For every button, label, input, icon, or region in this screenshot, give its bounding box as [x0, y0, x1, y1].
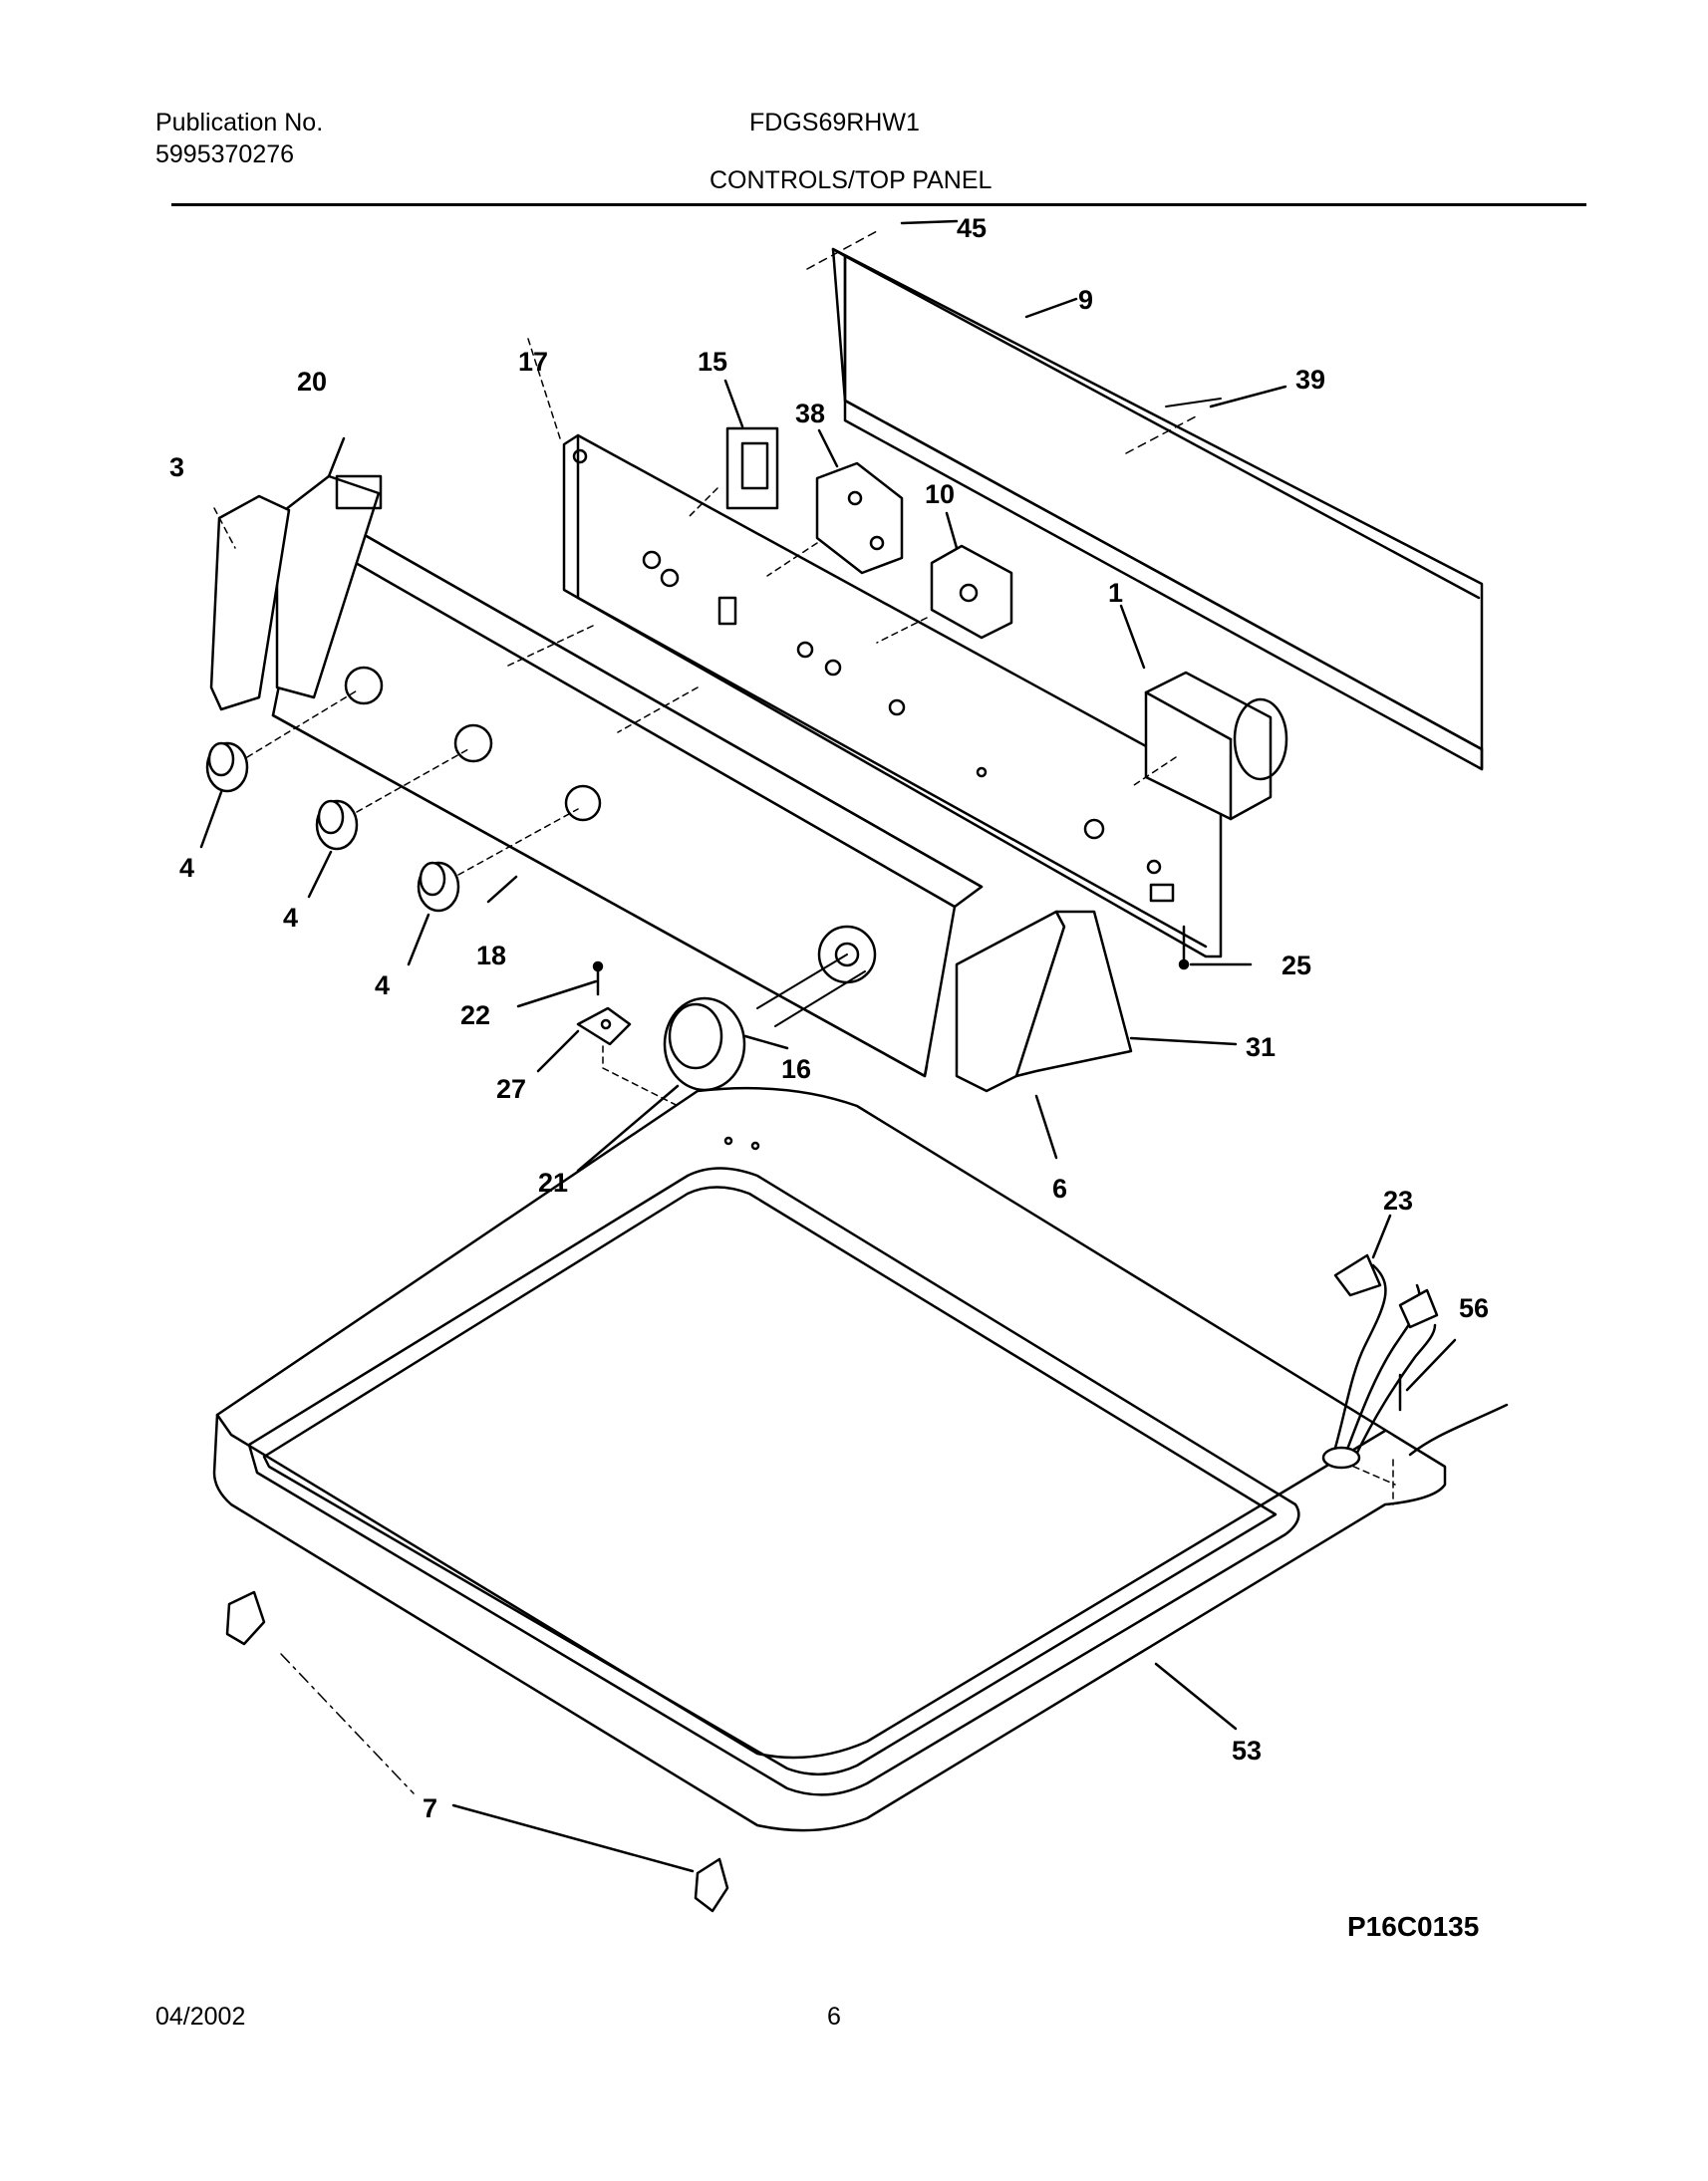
bracket-7a: [225, 1590, 415, 1794]
callout-18: 18: [476, 941, 506, 970]
callout-labels: 45 9 39 17 15 38 20 3 10 1 4 4 4 18 25 2…: [169, 213, 1489, 1823]
switch-38: [766, 428, 904, 577]
section-title: CONTROLS/TOP PANEL: [710, 166, 993, 194]
callout-6: 6: [1052, 1174, 1067, 1204]
screw-22: [516, 960, 604, 1008]
callout-7: 7: [423, 1793, 437, 1823]
callout-15: 15: [698, 347, 727, 377]
screw-25: [1178, 925, 1253, 970]
knob-21: [576, 996, 789, 1173]
callout-38: 38: [795, 399, 825, 428]
switch-15: [687, 379, 779, 519]
callout-4b: 4: [283, 903, 298, 933]
model-number: FDGS69RHW1: [749, 109, 920, 136]
footer-date: 04/2002: [155, 2003, 246, 2031]
rear-panel: [806, 219, 1484, 771]
callout-9: 9: [1078, 285, 1093, 315]
callout-16: 16: [781, 1054, 811, 1084]
top-panel: [212, 1086, 1447, 1832]
bracket-27: [536, 1006, 728, 1132]
publication-number: 5995370276: [155, 140, 295, 168]
callout-23: 23: [1383, 1186, 1413, 1216]
wire-harness-23: [1321, 1214, 1509, 1470]
control-backplate: [527, 338, 1223, 958]
callout-1: 1: [1108, 578, 1123, 608]
timer-1: [1119, 604, 1288, 821]
callout-4c: 4: [375, 970, 390, 1000]
callout-10: 10: [925, 479, 955, 509]
publication-label: Publication No.: [155, 109, 324, 136]
knob-4c: [407, 808, 579, 966]
callout-3: 3: [169, 452, 184, 482]
bracket-7b: [451, 1803, 729, 1913]
header-rule: [171, 203, 1586, 206]
knob-4b: [307, 748, 469, 899]
switch-10: [876, 511, 1013, 644]
trim-left: [209, 494, 291, 711]
callout-4a: 4: [179, 853, 194, 883]
callout-56: 56: [1459, 1293, 1489, 1323]
callout-27: 27: [496, 1074, 526, 1104]
page-number: 6: [827, 2003, 841, 2031]
callout-45: 45: [957, 213, 987, 243]
callout-31: 31: [1246, 1032, 1276, 1062]
callout-39: 39: [1295, 365, 1325, 395]
diagram-code: P16C0135: [1347, 1911, 1480, 1942]
callout-53: 53: [1232, 1736, 1262, 1766]
callout-17: 17: [518, 347, 548, 377]
callout-22: 22: [460, 1000, 490, 1030]
callout-21: 21: [538, 1168, 568, 1198]
callout-20: 20: [297, 367, 327, 397]
callout-25: 25: [1281, 951, 1311, 980]
knob-4a: [199, 688, 360, 849]
end-cap-right: [955, 910, 1238, 1160]
end-cap-left: [275, 436, 383, 699]
